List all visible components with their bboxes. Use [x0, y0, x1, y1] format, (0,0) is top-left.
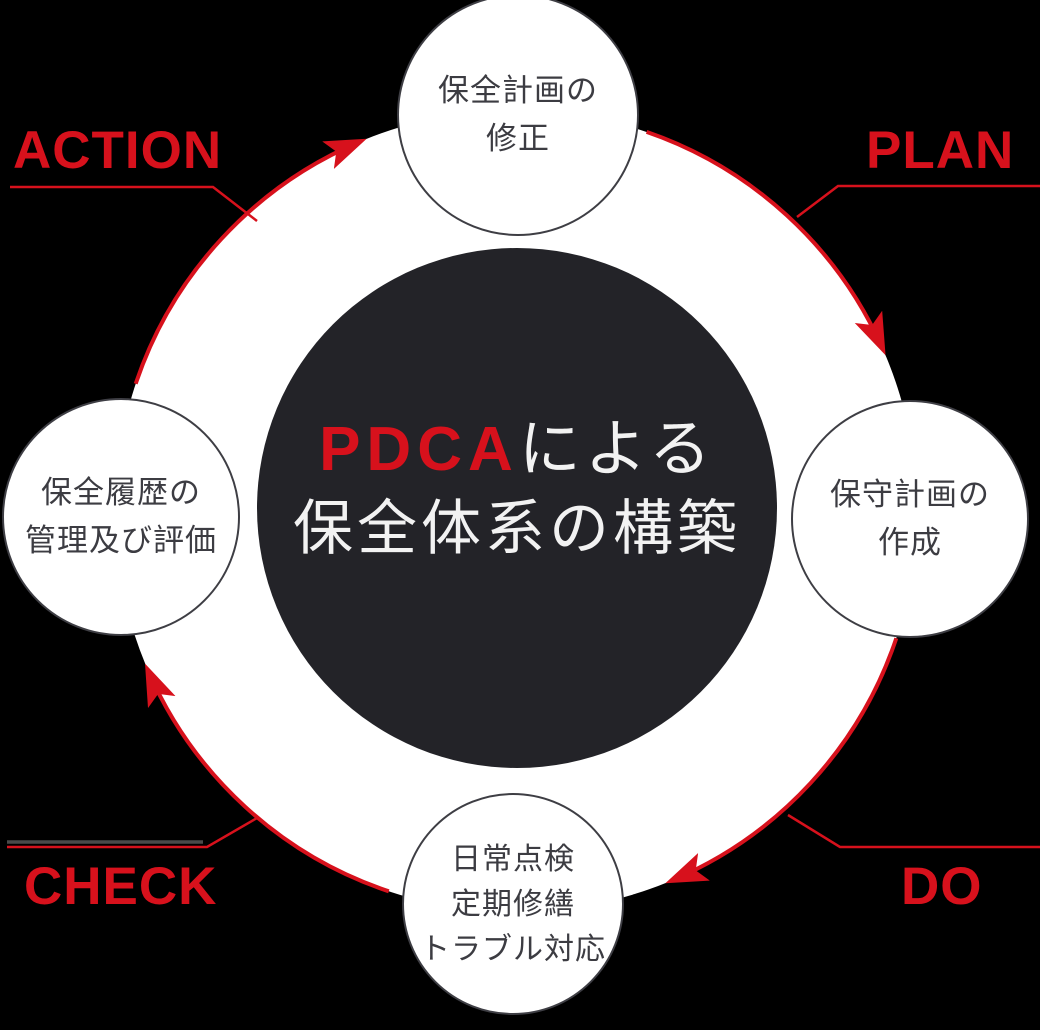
plan-arrow-arc [645, 130, 886, 356]
label-action: ACTION [13, 121, 223, 180]
center-circle: PDCAによる 保全体系の構築 [257, 248, 777, 768]
node-top-line: 修正 [486, 121, 550, 156]
label-plan: PLAN [866, 121, 1015, 180]
action-leader-line [10, 185, 258, 222]
node-bottom-line: トラブル対応 [420, 932, 606, 966]
center-title-suffix: による [518, 414, 715, 484]
node-bottom-circle: 日常点検 定期修繕 トラブル対応 [402, 793, 624, 1015]
label-do: DO [901, 857, 983, 916]
node-left-circle: 保全履歴の 管理及び評価 [2, 398, 240, 636]
plan-leader-line [796, 184, 1040, 218]
node-right-circle: 保守計画の 作成 [791, 400, 1029, 638]
node-right-line: 保守計画の [830, 476, 990, 512]
check-arrow-arc [145, 663, 390, 894]
center-title-line1: PDCAによる [319, 410, 715, 491]
node-top-circle: 保全計画の 修正 [397, 0, 639, 236]
center-title-line2: 保全体系の構築 [293, 495, 741, 563]
label-check: CHECK [24, 857, 218, 916]
node-left-line: 保全履歴の [41, 474, 201, 510]
node-left-line: 管理及び評価 [25, 523, 217, 558]
center-title-highlight: PDCA [319, 414, 519, 484]
node-bottom-line: 定期修繕 [451, 887, 575, 921]
check-leader-line [7, 816, 258, 849]
do-leader-line [787, 813, 1040, 849]
node-bottom-line: 日常点検 [451, 842, 575, 876]
node-top-line: 保全計画の [438, 72, 598, 108]
action-arrow-arc [133, 138, 367, 385]
do-arrow-arc [665, 637, 899, 884]
node-right-line: 作成 [878, 525, 942, 560]
